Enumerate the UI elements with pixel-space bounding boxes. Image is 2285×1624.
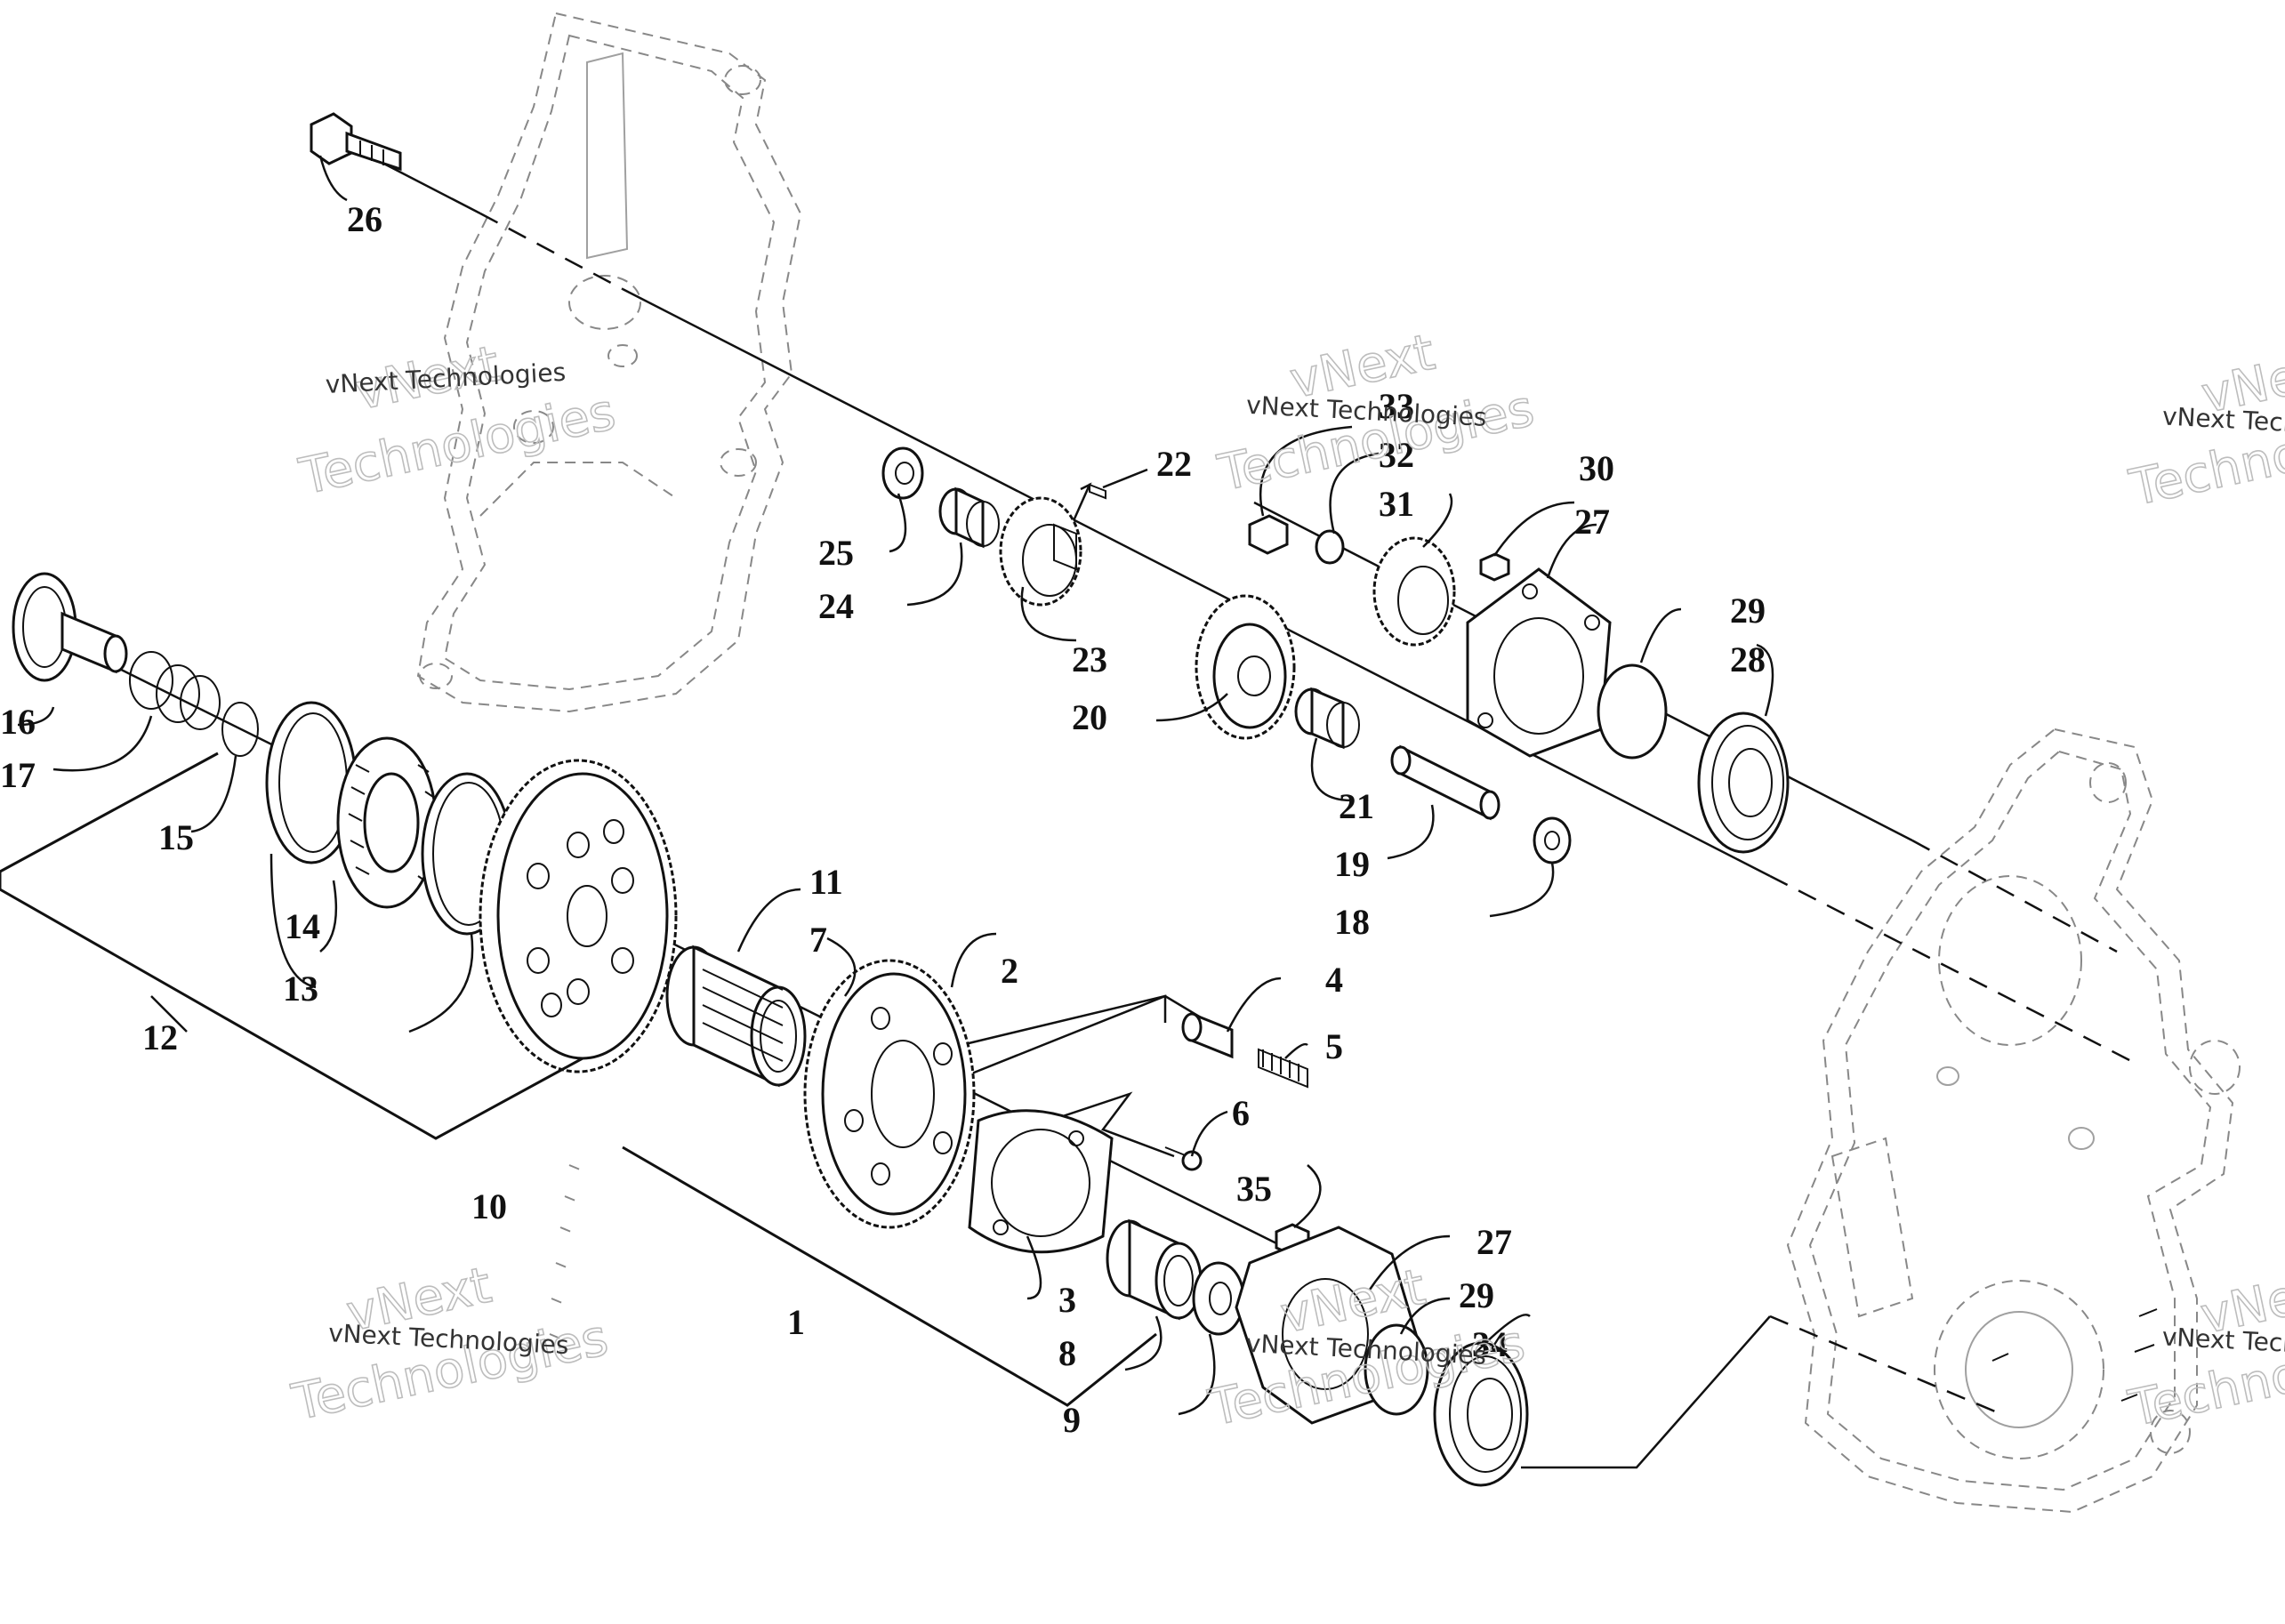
callout-2: 2 xyxy=(1001,951,1018,991)
part-25-washer xyxy=(881,446,924,500)
watermark-top-left: vNext Technologies xyxy=(294,334,621,507)
part-15-snap-ring xyxy=(221,702,259,757)
part-29-o-ring-upper xyxy=(1597,663,1668,760)
part-24-spacer-bushing xyxy=(938,486,1000,549)
callout-16: 16 xyxy=(0,702,36,742)
callout-3: 3 xyxy=(1058,1280,1076,1320)
callout-21: 21 xyxy=(1339,786,1374,826)
part-22-roll-pin xyxy=(1089,483,1106,500)
callout-26: 26 xyxy=(347,199,382,239)
callout-6: 6 xyxy=(1232,1093,1250,1133)
upper-shaft-axis xyxy=(373,157,2136,1065)
part-2-drive-gear xyxy=(803,959,976,1229)
callout-25: 25 xyxy=(818,533,854,573)
part-26-flange-bolt xyxy=(310,112,402,172)
leader-lines xyxy=(17,155,1774,1416)
part-20-idler-gear xyxy=(1195,594,1296,740)
part-4-plunger xyxy=(1181,1011,1234,1059)
assembly-12-bracket xyxy=(0,752,583,1140)
callout-22: 22 xyxy=(1156,444,1192,484)
part-6-machine-screw xyxy=(1164,1146,1203,1171)
callout-4: 4 xyxy=(1325,960,1343,1000)
callout-33: 33 xyxy=(1379,386,1414,426)
callout-1: 1 xyxy=(787,1302,805,1342)
part-23-sprocket-gear xyxy=(999,496,1082,607)
callout-13: 13 xyxy=(283,969,318,1009)
part-27-bearing-retainer-upper xyxy=(1466,567,1612,758)
part-9-flat-washer xyxy=(1192,1261,1245,1336)
part-28-ball-bearing xyxy=(1697,712,1790,854)
part-callouts: 1 2 3 4 5 6 7 8 9 10 11 12 13 14 15 16 1… xyxy=(0,199,1766,1440)
callout-9: 9 xyxy=(1063,1400,1081,1440)
callout-8: 8 xyxy=(1058,1333,1076,1373)
callout-27-upper: 27 xyxy=(1574,502,1610,542)
callout-10: 10 xyxy=(471,1186,507,1226)
callout-15: 15 xyxy=(158,817,194,857)
assembly-1-bracket xyxy=(622,1146,1157,1407)
part-3-clutch-dog xyxy=(968,1109,1114,1254)
callout-27-lower: 27 xyxy=(1476,1222,1512,1262)
callout-31: 31 xyxy=(1379,484,1414,524)
part-10-ghost-outline xyxy=(549,1164,581,1339)
callout-7: 7 xyxy=(809,920,827,960)
part-19-idler-shaft xyxy=(1390,744,1501,821)
part-30-nut xyxy=(1479,552,1510,582)
callout-23: 23 xyxy=(1072,639,1107,679)
part-21-bushing xyxy=(1294,687,1360,750)
part-34-ball-bearing xyxy=(1433,1341,1529,1487)
part-16-stub-shaft xyxy=(12,572,128,682)
part-8-bushing xyxy=(1106,1218,1203,1321)
callout-30: 30 xyxy=(1579,448,1614,488)
callout-18: 18 xyxy=(1334,902,1370,942)
watermark-line2: Technologies xyxy=(294,383,620,507)
callout-29-upper: 29 xyxy=(1730,591,1766,631)
rear-housing-cover-ghost xyxy=(416,12,802,713)
callout-35: 35 xyxy=(1236,1169,1272,1209)
callout-32: 32 xyxy=(1379,435,1414,475)
part-31-pinion-gear xyxy=(1372,536,1456,647)
callout-29-lower: 29 xyxy=(1459,1275,1494,1315)
part-33-nut xyxy=(1248,514,1289,555)
callout-11: 11 xyxy=(809,862,843,902)
part-14-needle-thrust-bearing xyxy=(336,736,438,909)
part-12-large-spur-gear xyxy=(479,759,678,1073)
callout-28: 28 xyxy=(1730,639,1766,679)
part-32-washer xyxy=(1315,529,1345,565)
part-18-shim-washer xyxy=(1533,816,1572,864)
callout-34: 34 xyxy=(1472,1324,1508,1364)
callout-24: 24 xyxy=(818,586,854,626)
callout-14: 14 xyxy=(285,906,320,946)
callout-5: 5 xyxy=(1325,1026,1343,1066)
part-29-o-ring-lower xyxy=(1364,1323,1429,1416)
callout-12: 12 xyxy=(142,1017,178,1057)
part-17-coil-springs xyxy=(129,651,221,730)
callout-20: 20 xyxy=(1072,697,1107,737)
part-5-detent-spring xyxy=(1258,1048,1308,1089)
part-11-splined-hub xyxy=(665,945,807,1088)
callout-19: 19 xyxy=(1334,844,1370,884)
callout-17: 17 xyxy=(0,755,36,795)
front-housing-case-ghost xyxy=(1786,728,2241,1514)
